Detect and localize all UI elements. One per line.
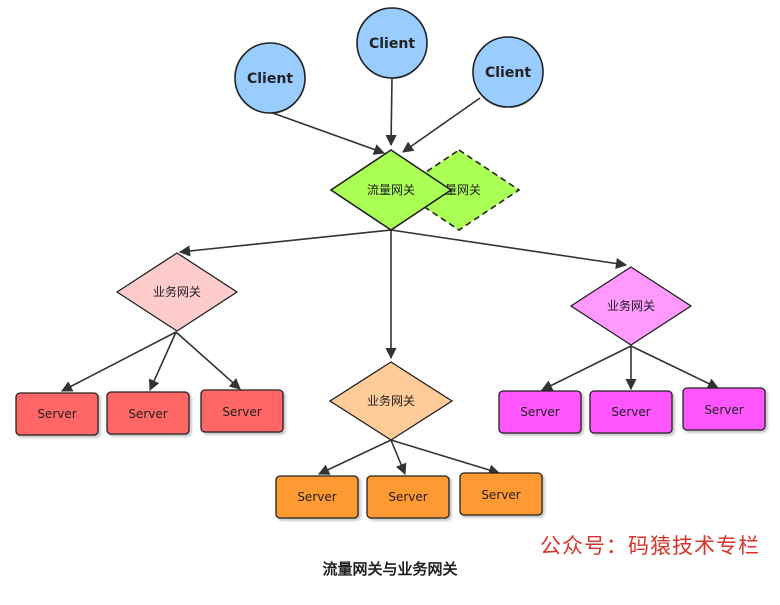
server-middle-3: Server xyxy=(459,472,543,516)
traffic-gateway-label: 流量网关 xyxy=(367,183,415,197)
business-gateway-label: 业务网关 xyxy=(153,284,201,299)
business-gateway-middle: 业务网关 xyxy=(328,361,454,441)
watermark: 公众号：码猿技术专栏 xyxy=(540,534,760,558)
client-node-1: Client xyxy=(234,42,306,114)
traffic-gateway: 流量网关 xyxy=(329,149,453,231)
edge-gwmid-server1 xyxy=(317,439,392,475)
server-left-1: Server xyxy=(15,392,99,436)
traffic-gateway-backup-label: 量网关 xyxy=(445,183,481,197)
client-node-3: Client xyxy=(472,36,544,108)
server-left-3: Server xyxy=(200,389,284,433)
server-middle-1: Server xyxy=(275,475,359,519)
server-right-3: Server xyxy=(682,387,766,431)
client-label: Client xyxy=(369,36,415,52)
business-gateway-left: 业务网关 xyxy=(115,252,239,332)
edge-gwleft-server1 xyxy=(61,331,177,392)
server-label: Server xyxy=(222,405,261,419)
business-gateway-label: 业务网关 xyxy=(607,298,655,313)
edge-client1-traffic xyxy=(269,111,386,155)
business-gateway-right: 业务网关 xyxy=(569,266,693,346)
edge-gwleft-server3 xyxy=(175,331,241,390)
client-label: Client xyxy=(485,65,531,81)
edge-gwright-server1 xyxy=(540,345,632,391)
edge-client3-traffic xyxy=(402,97,481,153)
server-label: Server xyxy=(37,407,76,421)
business-gateway-label: 业务网关 xyxy=(367,393,415,408)
server-label: Server xyxy=(611,405,650,419)
server-left-2: Server xyxy=(106,391,190,435)
server-right-1: Server xyxy=(498,390,582,434)
edge-gwmid-server3 xyxy=(390,439,501,476)
server-middle-2: Server xyxy=(366,475,450,519)
diagram-caption: 流量网关与业务网关 xyxy=(322,560,458,578)
edge-client2-traffic xyxy=(385,77,397,147)
server-label: Server xyxy=(704,403,743,417)
edge-gwleft-server2 xyxy=(149,331,177,392)
edge-traffic-gw-right xyxy=(390,229,628,270)
server-label: Server xyxy=(481,488,520,502)
edge-gwright-server3 xyxy=(630,345,720,389)
client-node-2: Client xyxy=(356,7,428,79)
edges xyxy=(61,77,720,476)
server-label: Server xyxy=(297,490,336,504)
edge-traffic-gw-left xyxy=(178,229,392,257)
server-label: Server xyxy=(388,490,427,504)
server-label: Server xyxy=(128,407,167,421)
client-label: Client xyxy=(247,71,293,87)
server-right-2: Server xyxy=(589,390,673,434)
edge-gwmid-server2 xyxy=(390,439,407,476)
server-label: Server xyxy=(520,405,559,419)
